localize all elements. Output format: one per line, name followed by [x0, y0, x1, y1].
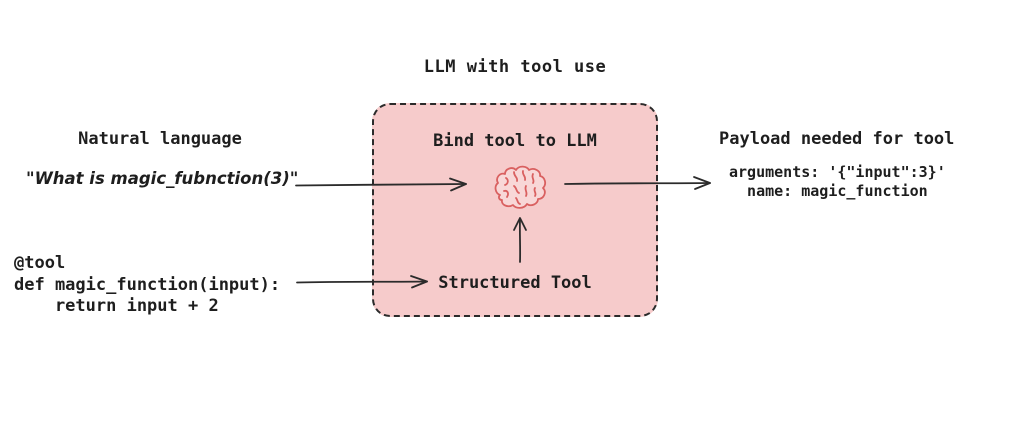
bind-tool-heading: Bind tool to LLM [433, 131, 597, 151]
arrow-structured-tool-to-brain [509, 215, 531, 265]
arrow-natural-language-to-llm [293, 174, 471, 196]
structured-tool-label: Structured Tool [438, 273, 592, 293]
arrow-llm-to-payload [562, 172, 715, 194]
natural-language-heading: Natural language [78, 129, 242, 149]
brain-icon [491, 165, 549, 211]
natural-language-quote: "What is magic_fubnction(3)" [26, 169, 299, 188]
tool-code-snippet: @tool def magic_function(input): return … [14, 253, 281, 316]
payload-heading: Payload needed for tool [719, 129, 955, 149]
payload-text: arguments: '{"input":3}' name: magic_fun… [729, 163, 946, 200]
arrow-code-to-structured-tool [294, 271, 432, 293]
diagram-title: LLM with tool use [423, 57, 607, 77]
